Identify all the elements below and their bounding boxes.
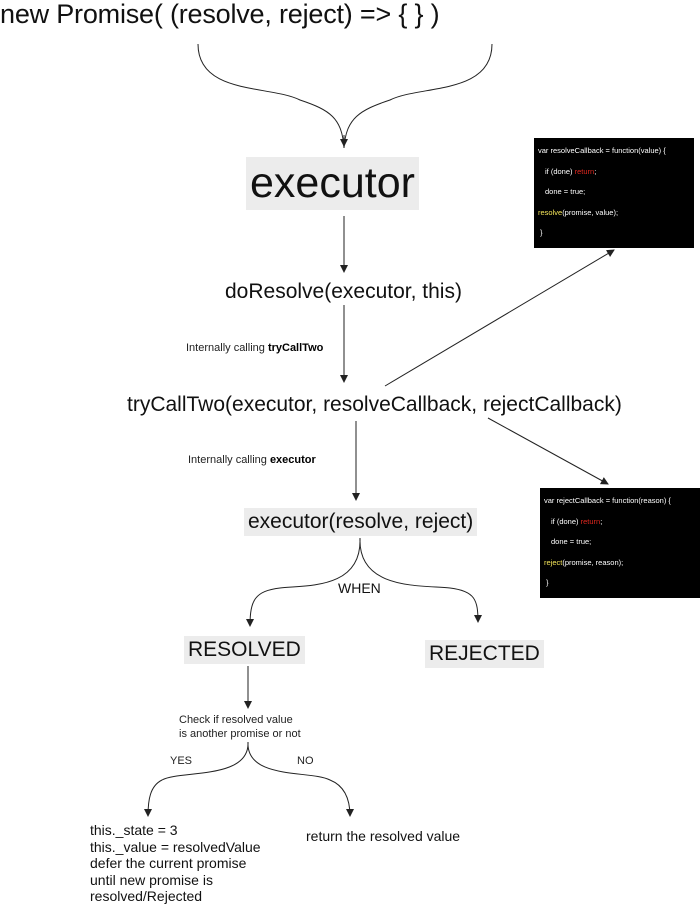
check-line-1: Check if resolved value: [179, 714, 293, 726]
yes-label: YES: [170, 755, 193, 767]
code-line: var resolveCallback = function(value) {: [538, 146, 666, 155]
trycalltwo-node: tryCallTwo(executor, resolveCallback, re…: [127, 393, 622, 416]
branch-resolved: [246, 537, 361, 627]
when-label: WHEN: [338, 580, 381, 596]
executor-node: executor: [246, 157, 419, 210]
code-line: }: [540, 228, 543, 237]
calling-trycalltwo-note: Internally calling tryCallTwo: [186, 342, 324, 354]
no-label: NO: [297, 755, 314, 767]
calling-executor-note: Internally calling executor: [188, 454, 316, 466]
signature-brace: [197, 43, 493, 149]
branch-yes: [144, 741, 249, 817]
resolve-callback-code: var resolveCallback = function(value) { …: [534, 138, 694, 248]
code-line: if (done) return;: [551, 516, 603, 526]
reject-callback-code: var rejectCallback = function(reason) { …: [540, 488, 700, 598]
code-line: var rejectCallback = function(reason) {: [544, 496, 671, 505]
code-line: resolve(promise, value);: [538, 207, 619, 217]
code-line: }: [546, 578, 549, 587]
code-line: done = true;: [545, 187, 586, 196]
no-outcome: return the resolved value: [306, 828, 461, 844]
yes-outcome: this._state = 3 this._value = resolvedVa…: [90, 822, 261, 905]
executor-call-node: executor(resolve, reject): [244, 508, 478, 536]
yes-outcome-line: until new promise is: [90, 871, 213, 888]
yes-outcome-line: this._state = 3: [90, 822, 178, 838]
arrow-to-resolve-callback: [384, 249, 615, 387]
code-line: reject(promise, reason);: [544, 557, 624, 567]
rejected-node: REJECTED: [425, 640, 544, 668]
yes-outcome-line: resolved/Rejected: [90, 888, 203, 904]
arrow-to-reject-callback: [487, 417, 609, 485]
promise-signature: new Promise( (resolve, reject) => { } ): [0, 0, 440, 29]
yes-outcome-line: this._value = resolvedValue: [90, 838, 261, 855]
yes-outcome-line: defer the current promise: [90, 855, 247, 871]
check-promise-note: Check if resolved value is another promi…: [179, 713, 301, 741]
check-line-2: is another promise or not: [179, 728, 301, 740]
resolved-node: RESOLVED: [184, 636, 305, 664]
branch-rejected: [359, 537, 482, 623]
doresolve-node: doResolve(executor, this): [225, 280, 462, 303]
code-line: if (done) return;: [545, 166, 597, 176]
code-line: done = true;: [551, 537, 592, 546]
branch-no: [247, 741, 354, 817]
